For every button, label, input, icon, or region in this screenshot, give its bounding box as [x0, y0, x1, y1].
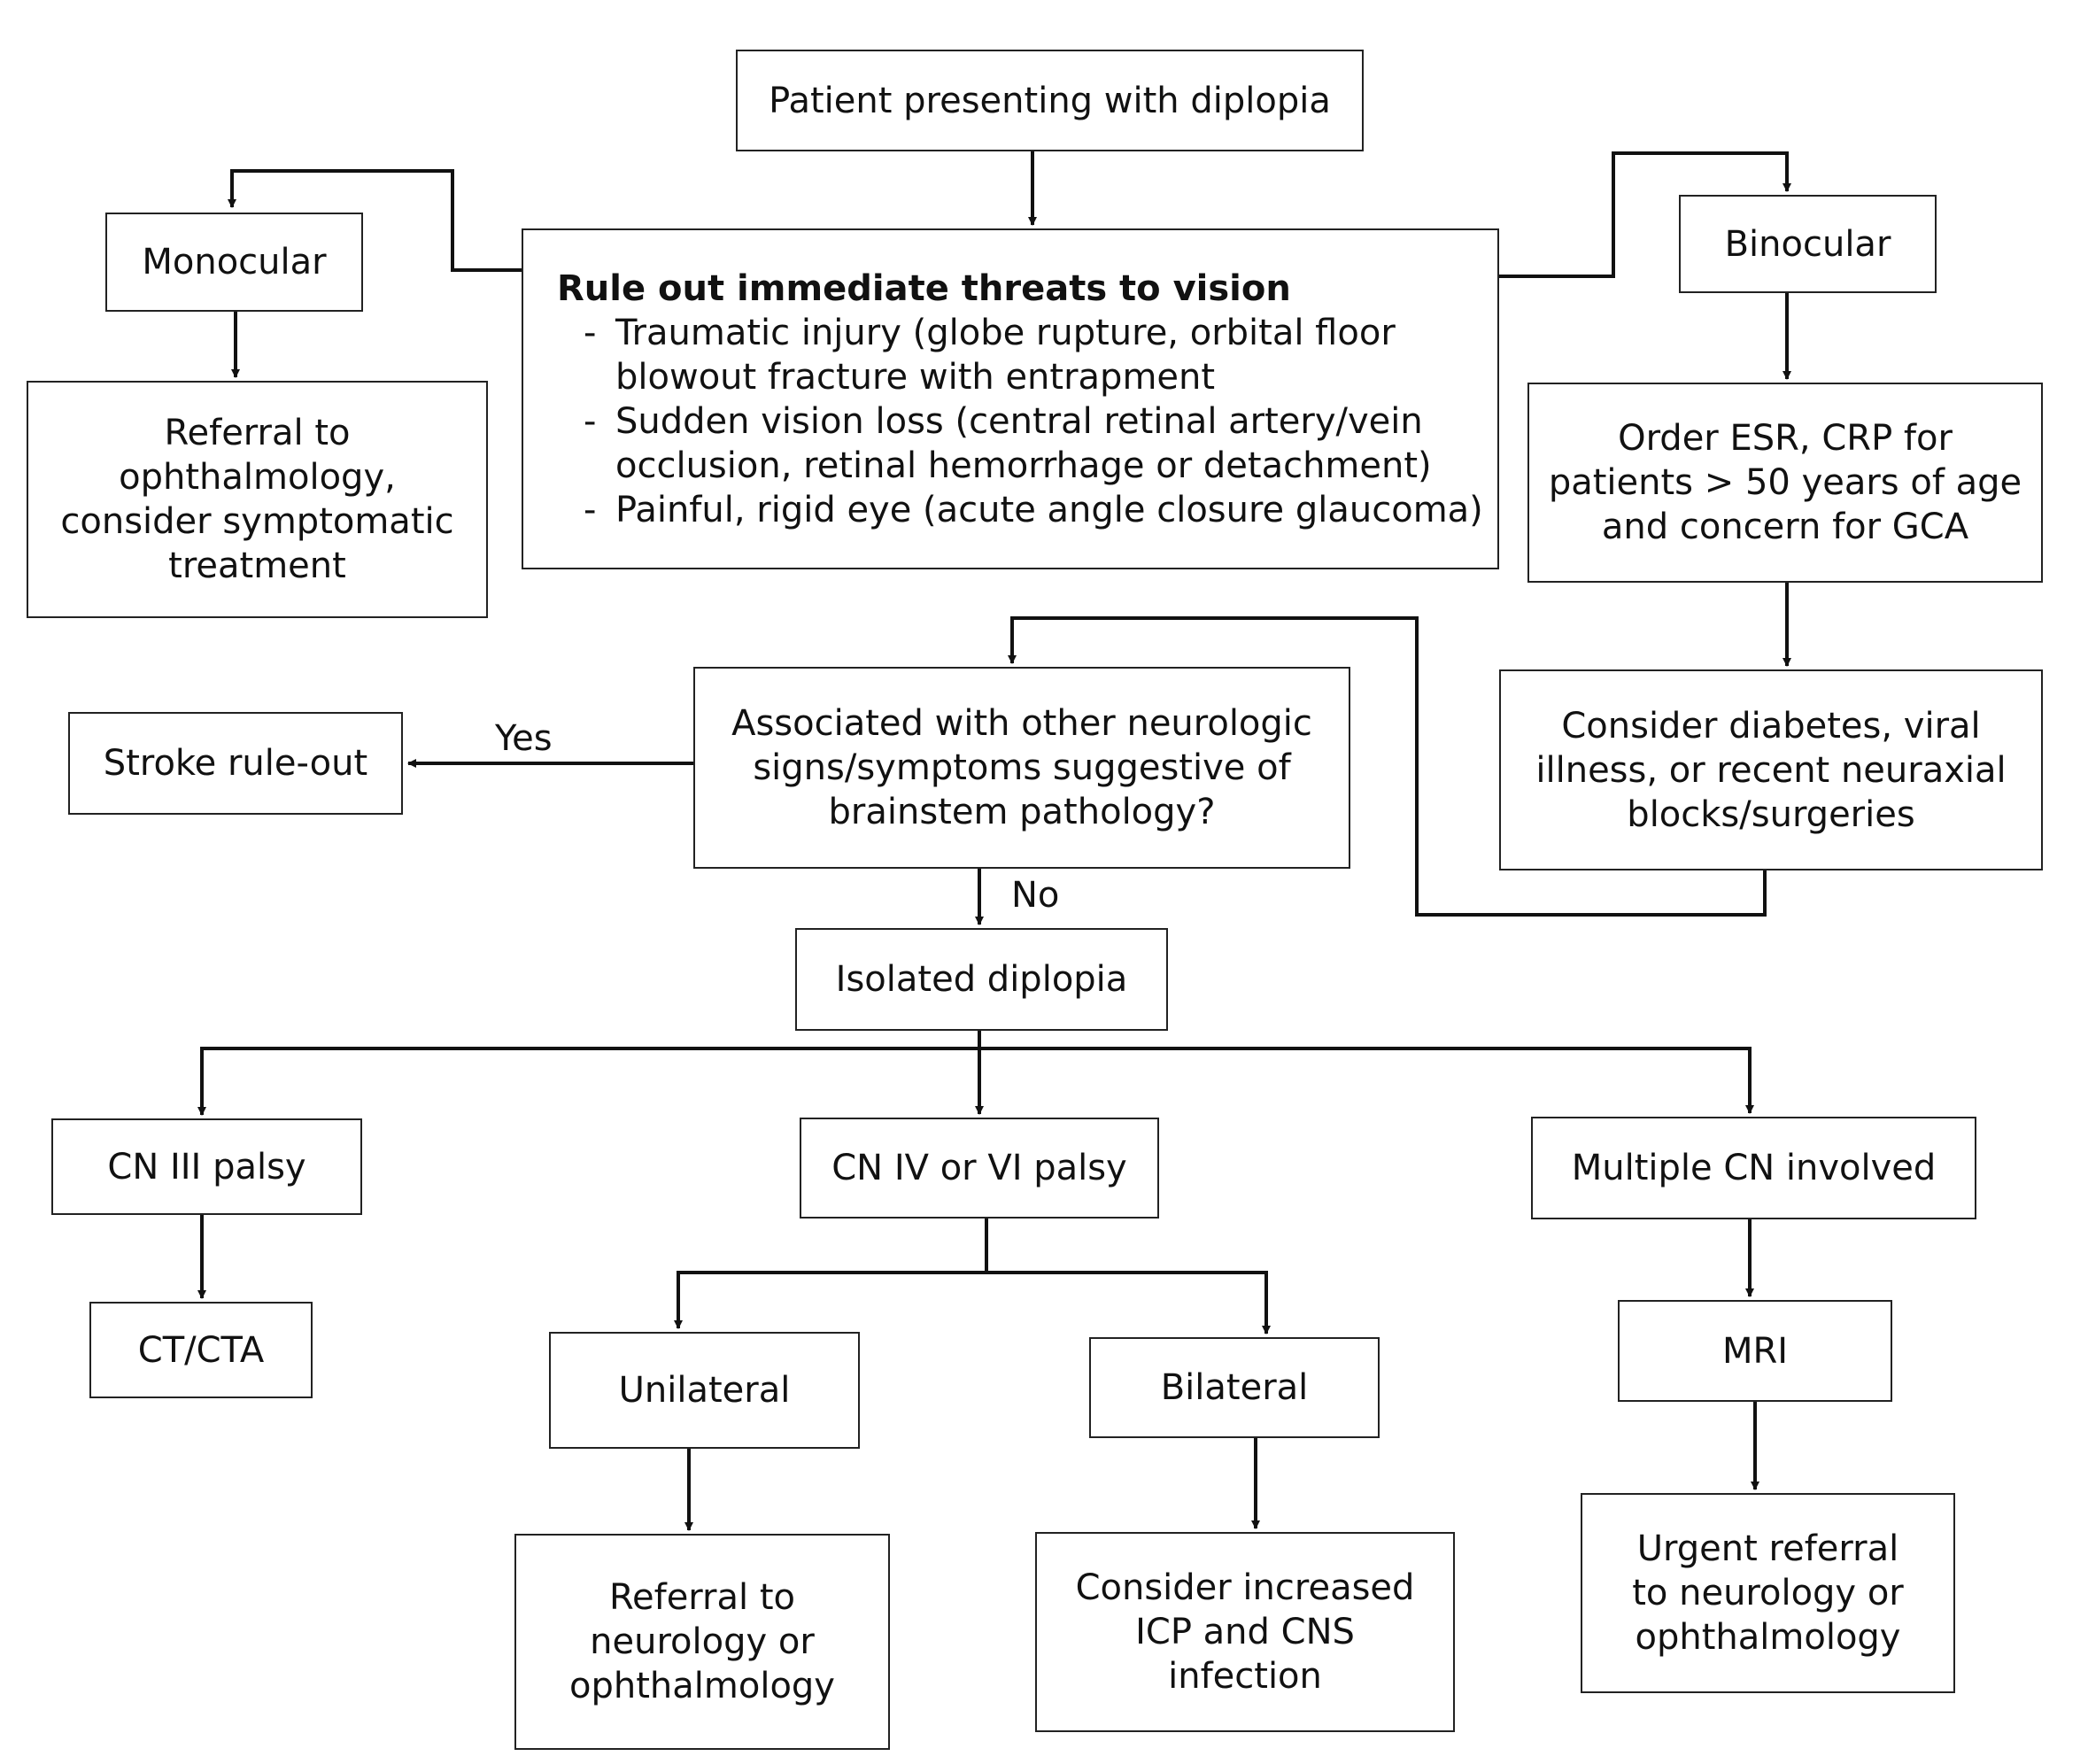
bullet-marker: -: [584, 400, 597, 442]
bullet-marker: -: [584, 489, 597, 530]
node-text-line: Isolated diplopia: [835, 959, 1128, 1000]
node-text-line: CN III palsy: [107, 1146, 306, 1188]
node-text-line: CT/CTA: [137, 1329, 265, 1371]
node-text-line: patients > 50 years of age: [1548, 462, 2022, 503]
node-binocular: Binocular: [1679, 195, 1937, 293]
bullet-text-line: blowout fracture with entrapment: [615, 356, 1216, 398]
node-text-line: signs/symptoms suggestive of: [753, 747, 1291, 788]
connector-threats-to-monocular: [228, 169, 522, 272]
connector-threats-to-binocular: [1499, 151, 1791, 278]
node-unilateral: Unilateral: [549, 1332, 860, 1449]
node-text-line: Consider diabetes, viral: [1561, 705, 1981, 747]
node-text-line: Monocular: [142, 242, 327, 282]
node-text-line: treatment: [168, 545, 346, 586]
node-mri: MRI: [1618, 1300, 1892, 1402]
node-text-line: Urgent referral: [1636, 1528, 1899, 1569]
node-text-line: Binocular: [1724, 223, 1891, 265]
node-text-line: ICP and CNS: [1135, 1612, 1355, 1652]
node-bilateral-consider-icp: Consider increased ICP and CNS infection: [1035, 1532, 1455, 1732]
node-text-line: MRI: [1721, 1330, 1789, 1372]
node-text-line: Bilateral: [1160, 1367, 1309, 1408]
bullet-text-line: Sudden vision loss (central retinal arte…: [615, 400, 1423, 442]
node-text-line: Consider increased: [1075, 1567, 1415, 1608]
bullet-marker: -: [584, 312, 597, 353]
node-cn3-palsy: CN III palsy: [51, 1118, 362, 1215]
node-isolated-diplopia: Isolated diplopia: [795, 928, 1168, 1031]
node-ct-cta: CT/CTA: [89, 1302, 313, 1398]
node-rule-out-threats: Rule out immediate threats to vision - T…: [522, 228, 1499, 569]
node-text-line: CN IV or VI palsy: [831, 1148, 1127, 1188]
threat-bullet-trauma: - Traumatic injury (globe rupture, orbit…: [557, 311, 1396, 399]
node-text-line: infection: [1168, 1656, 1322, 1697]
node-text-line: and concern for GCA: [1601, 507, 1969, 547]
node-text-line: Unilateral: [618, 1370, 791, 1411]
node-monocular: Monocular: [105, 213, 363, 312]
node-start: Patient presenting with diplopia: [736, 50, 1364, 151]
node-text-line: blocks/surgeries: [1627, 793, 1915, 835]
node-multiple-cn: Multiple CN involved: [1531, 1117, 1976, 1219]
node-order-esr-crp: Order ESR, CRP for patients > 50 years o…: [1527, 383, 2043, 583]
node-unilateral-referral: Referral to neurology or ophthalmology: [514, 1534, 890, 1750]
bullet-text-line: occlusion, retinal hemorrhage or detachm…: [615, 445, 1432, 486]
node-text-line: Order ESR, CRP for: [1618, 418, 1953, 459]
node-urgent-referral: Urgent referral to neurology or ophthalm…: [1581, 1493, 1955, 1693]
node-text-line: to neurology or: [1632, 1573, 1904, 1613]
connector-cn46-to-bilateral: [986, 1271, 1271, 1335]
threat-bullet-vision-loss: - Sudden vision loss (central retinal ar…: [557, 399, 1432, 488]
connector-isolated-to-cn3: [197, 1031, 981, 1116]
node-text-line: brainstem pathology?: [828, 792, 1216, 832]
node-text-line: Stroke rule-out: [103, 743, 368, 784]
node-monocular-referral: Referral to ophthalmology, consider symp…: [27, 381, 488, 618]
edge-label-no: No: [1011, 875, 1060, 916]
node-text-line: ophthalmology: [1635, 1617, 1901, 1658]
connector-cn46-to-unilateral: [674, 1219, 988, 1329]
node-text-line: Referral to: [164, 413, 351, 453]
node-bilateral: Bilateral: [1089, 1337, 1380, 1438]
node-text-line: ophthalmology,: [119, 457, 396, 498]
node-brainstem-question: Associated with other neurologic signs/s…: [693, 667, 1350, 869]
node-text-line: Patient presenting with diplopia: [769, 80, 1331, 121]
node-text-line: Associated with other neurologic: [731, 703, 1312, 744]
bullet-text-line: Painful, rigid eye (acute angle closure …: [615, 489, 1483, 530]
node-heading: Rule out immediate threats to vision: [557, 267, 1291, 309]
connector-isolated-to-multiple: [979, 1047, 1754, 1114]
bullet-text-line: Traumatic injury (globe rupture, orbital…: [615, 312, 1396, 353]
node-consider-diabetes: Consider diabetes, viral illness, or rec…: [1499, 669, 2043, 870]
node-text-line: Multiple CN involved: [1571, 1148, 1937, 1188]
node-cn4-6-palsy: CN IV or VI palsy: [800, 1118, 1159, 1219]
node-text-line: consider symptomatic: [60, 501, 454, 542]
threat-bullet-glaucoma: - Painful, rigid eye (acute angle closur…: [557, 488, 1483, 532]
edge-label-yes: Yes: [495, 718, 553, 759]
node-text-line: illness, or recent neuraxial: [1535, 749, 2007, 791]
node-text-line: Referral to: [609, 1577, 795, 1618]
connector-diabetes-to-brainstem: [1008, 616, 1767, 917]
node-stroke-rule-out: Stroke rule-out: [68, 712, 403, 815]
node-text-line: neurology or: [590, 1621, 815, 1662]
node-text-line: ophthalmology: [569, 1666, 835, 1706]
